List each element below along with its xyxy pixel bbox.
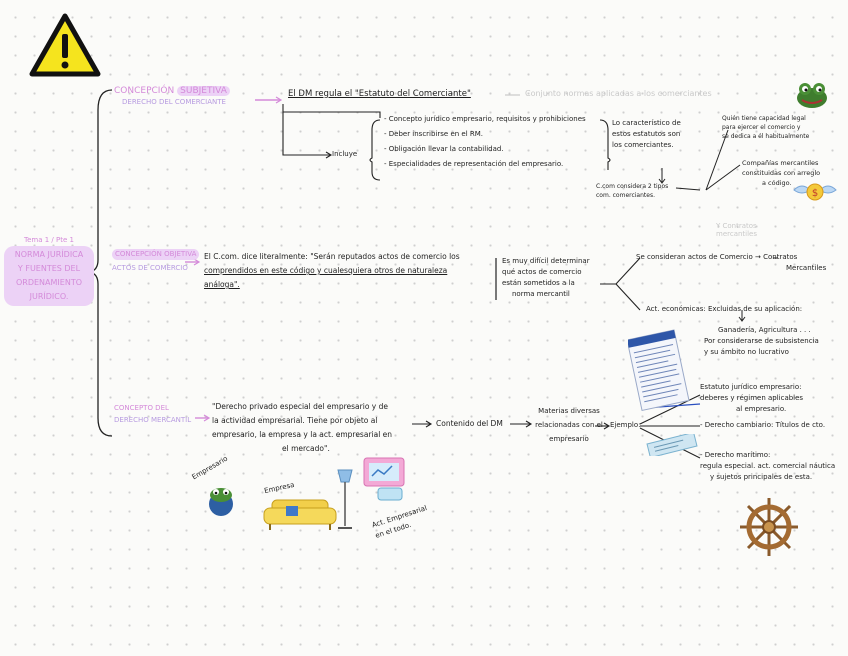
definition-company: Compañías mercantiles constituidas con a… bbox=[742, 159, 821, 187]
branch1-main: El DM regula el "Estatuto del Comerciant… bbox=[288, 89, 471, 99]
branch2-middle: Es muy difícil determinar qué actos de c… bbox=[502, 257, 590, 298]
ejemplo-label: Ejemplo: bbox=[610, 421, 641, 429]
sofa-icon bbox=[263, 499, 337, 530]
branch3-definition: "Derecho privado especial del empresario… bbox=[212, 402, 393, 453]
definition-person: Quién tiene capacidad legal para ejercer… bbox=[722, 115, 810, 140]
bracket-note: Lo característico de estos estatutos son… bbox=[612, 119, 681, 149]
branch1-heading: CONCEPCIÓN SUBJETIVA DERECHO DEL COMERCI… bbox=[114, 86, 230, 106]
branch2-gloss: Y Contratos mercantiles bbox=[716, 222, 758, 238]
winged-money-icon: $ bbox=[793, 183, 837, 201]
example-2: - Derecho cambiario: Títulos de cto. bbox=[700, 421, 826, 429]
list-item: - Concepto jurídico empresario, requisit… bbox=[384, 115, 586, 123]
svg-text:$: $ bbox=[812, 188, 818, 199]
branch1-gloss: Conjunto normas aplicadas a los comercia… bbox=[525, 89, 712, 98]
example-1: Estatuto jurídico empresario: deberes y … bbox=[700, 383, 804, 413]
branch3-middle: Materias diversas relacionadas con el em… bbox=[535, 407, 603, 443]
root-tag: Tema 1 / Pte 1 bbox=[24, 236, 74, 244]
contenido-label: Contenido del DM bbox=[436, 419, 503, 428]
bracket-note-2: C.com considera 2 tipos com. comerciante… bbox=[596, 183, 669, 199]
lamp-icon bbox=[337, 469, 353, 529]
branch2-text: El C.com. dice literalmente: "Serán repu… bbox=[204, 252, 460, 289]
frog-icon bbox=[209, 488, 233, 516]
branch3-heading: CONCEPTO DEL DERECHO MERCANTIL bbox=[114, 404, 192, 424]
branch2-result1: Se consideran actos de Comercio → Contra… bbox=[636, 253, 827, 272]
branch2-result2: Act. económicas: Excluidas de su aplicac… bbox=[646, 305, 819, 356]
laptop-icon bbox=[363, 457, 405, 501]
list-item: - Obligación llevar la contabilidad. bbox=[384, 145, 504, 153]
example-3: - Derecho marítimo: regula especial. act… bbox=[700, 451, 836, 481]
root-node: Tema 1 / Pte 1 NORMA JURÍDICA Y FUENTES … bbox=[4, 236, 94, 306]
frog-icon bbox=[797, 83, 827, 108]
document-image bbox=[628, 329, 690, 412]
ticket-icon bbox=[646, 434, 698, 456]
list-item: - Deber inscribirse en el RM. bbox=[384, 130, 484, 138]
warning-icon bbox=[29, 13, 101, 77]
list-item: - Especialidades de representación del e… bbox=[384, 160, 564, 168]
incluye-label: Incluye bbox=[332, 150, 358, 158]
ship-wheel-icon bbox=[740, 498, 798, 556]
branch1-list: - Concepto jurídico empresario, requisit… bbox=[384, 114, 604, 170]
root-title: NORMA JURÍDICA Y FUENTES DEL ORDENAMIENT… bbox=[4, 246, 94, 306]
branch2-heading: CONCEPCIÓN OBJETIVA ACTOS DE COMERCIO bbox=[112, 249, 200, 274]
